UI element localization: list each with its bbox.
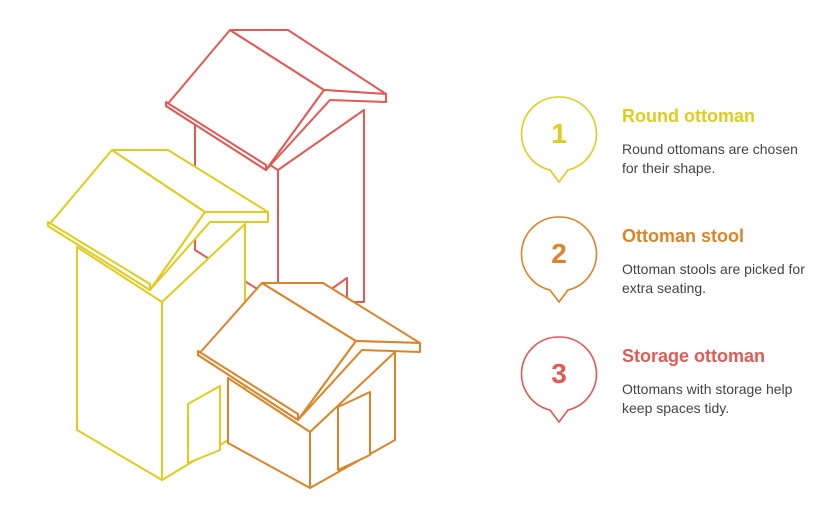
orange-house-icon: [197, 282, 421, 489]
item-description: Ottomans with storage help keep spaces t…: [622, 381, 793, 416]
item-title: Storage ottoman: [622, 346, 766, 366]
orange-house-roof-edge: [197, 350, 299, 421]
list-item-3: 3 Storage ottoman Ottomans with storage …: [520, 336, 820, 446]
item-title: Round ottoman: [622, 106, 755, 126]
list-item-2: 2 Ottoman stool Ottoman stools are picke…: [520, 216, 820, 326]
item-description: Ottoman stools are picked for extra seat…: [622, 261, 805, 296]
yellow-house-roof-edge: [47, 221, 151, 291]
red-house-roof-front: [265, 89, 387, 171]
item-number: 3: [551, 358, 567, 389]
red-house-side: [277, 109, 365, 303]
orange-house-roof-front: [297, 340, 421, 421]
pin-marker-icon: 1: [520, 96, 600, 186]
list-item-1: 1 Round ottoman Round ottomans are chose…: [520, 96, 820, 206]
orange-house-door: [337, 391, 371, 471]
pin-marker-icon: 3: [520, 336, 600, 426]
red-house-roof-edge: [165, 101, 267, 171]
yellow-house-icon: [47, 149, 269, 481]
red-house-icon: [165, 29, 387, 303]
yellow-house-roof-front: [149, 211, 269, 291]
item-number: 1: [551, 118, 567, 149]
item-title: Ottoman stool: [622, 226, 744, 246]
yellow-house-door: [187, 385, 221, 464]
pin-marker-icon: 2: [520, 216, 600, 306]
item-number: 2: [551, 238, 567, 269]
item-description: Round ottomans are chosen for their shap…: [622, 141, 798, 176]
